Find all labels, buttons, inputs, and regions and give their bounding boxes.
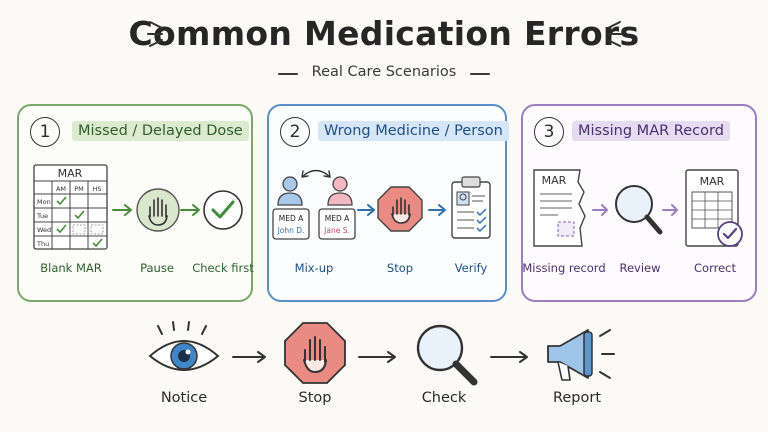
med-card-john: MED A John D. bbox=[272, 208, 310, 240]
caption-review: Review bbox=[619, 261, 661, 275]
hand-pause-icon bbox=[136, 188, 180, 232]
magnifier-icon bbox=[615, 185, 663, 235]
mar-row: Tue bbox=[36, 212, 48, 220]
stop-hand-icon bbox=[377, 186, 423, 232]
patient-name: John D. bbox=[277, 226, 305, 235]
arrow-right-icon bbox=[232, 351, 266, 363]
person-blue-icon bbox=[277, 176, 303, 206]
caption-correct: Correct bbox=[694, 261, 736, 275]
step-notice: Notice bbox=[160, 390, 208, 406]
sparkle-right-icon bbox=[607, 21, 623, 47]
caption-blank-mar: Blank MAR bbox=[40, 261, 102, 275]
arrow-right-icon bbox=[357, 204, 375, 216]
arrow-right-icon bbox=[490, 351, 528, 363]
caption-check-first: Check first bbox=[192, 261, 254, 275]
caption-missing-record: Missing record bbox=[522, 261, 606, 275]
doc-label: MAR bbox=[542, 174, 567, 187]
corrected-mar-icon: MAR bbox=[685, 169, 743, 247]
mar-row: Wed bbox=[37, 226, 51, 234]
panel-heading: Missing MAR Record bbox=[572, 121, 730, 141]
panel-heading: Missed / Delayed Dose bbox=[72, 121, 249, 141]
clipboard-verify-icon bbox=[451, 176, 491, 239]
subtitle-rule-left bbox=[278, 73, 298, 75]
mar-column: PM bbox=[74, 185, 84, 193]
page-title: Common Medication Errors bbox=[128, 14, 640, 53]
arrow-right-icon bbox=[358, 351, 396, 363]
eye-icon bbox=[148, 321, 220, 371]
med-label: MED A bbox=[279, 214, 304, 223]
panel-heading: Wrong Medicine / Person bbox=[318, 121, 509, 141]
mar-row: Mon bbox=[37, 198, 51, 206]
subtitle-rule-right bbox=[470, 73, 490, 75]
magnifier-icon bbox=[416, 324, 478, 386]
arrow-right-icon bbox=[662, 204, 678, 216]
patient-name: Jane S. bbox=[323, 226, 350, 235]
megaphone-icon bbox=[547, 329, 615, 381]
arrow-right-icon bbox=[592, 204, 608, 216]
step-report: Report bbox=[552, 390, 602, 406]
panel-number: 3 bbox=[534, 117, 564, 147]
step-check: Check bbox=[421, 390, 467, 406]
stop-hand-icon bbox=[284, 322, 346, 384]
arrow-right-icon bbox=[428, 204, 446, 216]
med-label: MED A bbox=[325, 214, 350, 223]
caption-pause: Pause bbox=[140, 261, 174, 275]
torn-mar-icon: MAR bbox=[533, 169, 586, 247]
check-circle-icon bbox=[203, 190, 243, 230]
step-stop: Stop bbox=[298, 390, 332, 406]
panel-number: 2 bbox=[280, 117, 310, 147]
mar-column: AM bbox=[56, 185, 66, 193]
mar-grid-icon: MAR AM PM HS Mon Tue Wed Thu bbox=[33, 164, 108, 250]
arrow-right-icon bbox=[180, 204, 200, 216]
doc-label: MAR bbox=[700, 175, 725, 188]
arrow-right-icon bbox=[112, 204, 132, 216]
person-pink-icon bbox=[327, 176, 353, 206]
mar-row: Thu bbox=[36, 240, 49, 248]
caption-mix-up: Mix-up bbox=[294, 261, 334, 275]
caption-stop: Stop bbox=[386, 261, 414, 275]
mar-column: HS bbox=[92, 185, 101, 193]
caption-verify: Verify bbox=[454, 261, 488, 275]
swap-arrows-icon bbox=[301, 169, 331, 178]
mar-header: MAR bbox=[58, 167, 83, 180]
panel-number: 1 bbox=[30, 117, 60, 147]
med-card-jane: MED A Jane S. bbox=[318, 208, 356, 240]
subtitle: Real Care Scenarios bbox=[311, 64, 457, 80]
sparkle-left-icon bbox=[147, 21, 163, 47]
